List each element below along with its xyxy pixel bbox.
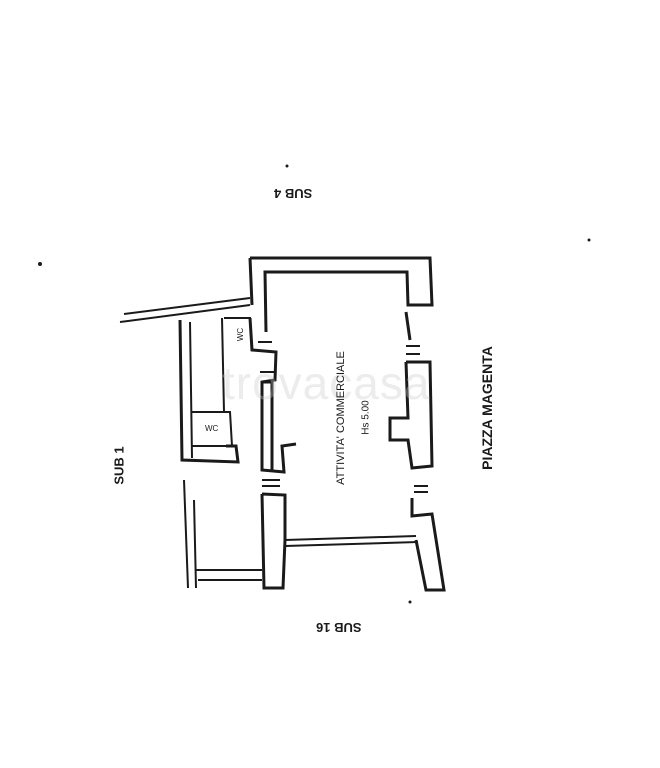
wall-east-lower [410,498,446,592]
label-neighbor-left: SUB 1 [111,446,127,485]
wall-left-lower [183,479,262,589]
wall-service-inner [189,317,234,459]
wall-corridor-top [119,304,251,323]
label-room-height: Hs 5.00 [360,400,372,435]
wall-north [250,256,434,333]
wall-west-lower [260,492,287,590]
label-street-right: PIAZZA MAGENTA [478,346,495,470]
scan-dot [408,600,412,604]
wall-service-outer [178,319,240,464]
wall-east-mid [388,360,434,470]
wall-south-partition [284,535,417,541]
door-ticks [258,341,428,493]
wall-east-upper [404,311,412,341]
wall-north-stub [248,257,254,306]
label-wc-upper: WC [236,327,246,342]
label-neighbor-top: SUB 4 [274,186,313,201]
wall-south-partition-2 [284,541,419,547]
label-wc-lower: WC [205,424,219,433]
scan-dot [285,164,289,168]
wall-corridor-top-2 [123,297,251,315]
label-neighbor-bottom: SUB 16 [316,620,362,635]
scan-dot [587,238,591,242]
wall-west-pier [262,380,274,470]
wall-wc-upper [224,317,253,351]
label-main-room: ATTIVITA' COMMERCIALE [334,351,347,485]
scan-dot [38,262,42,266]
